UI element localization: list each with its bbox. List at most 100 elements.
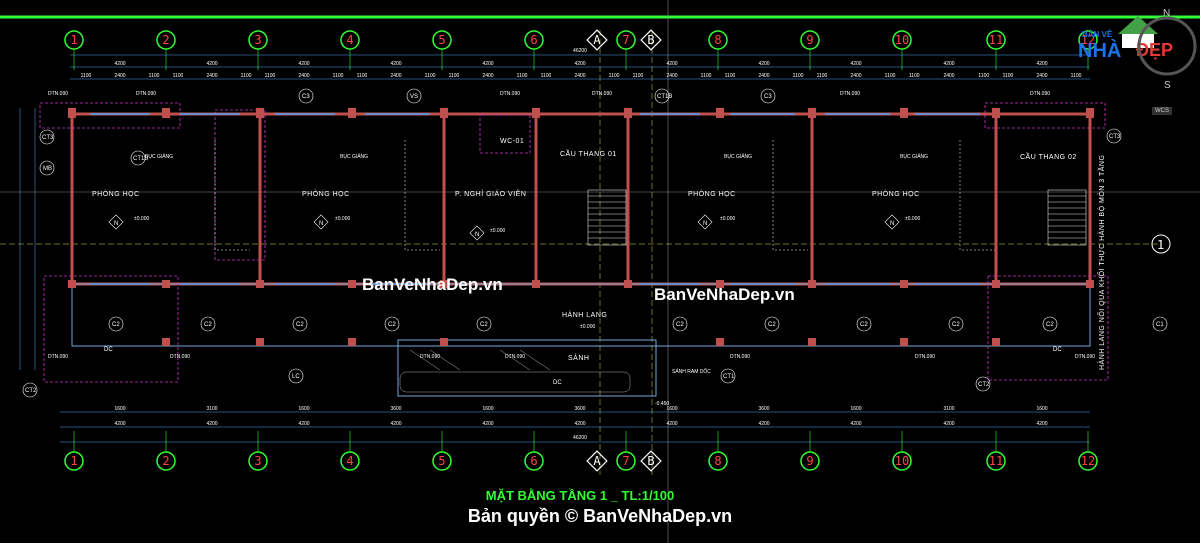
tag-level-3: ±0.000: [490, 228, 505, 234]
corridor-outline: [71, 283, 1091, 397]
svg-text:DTN.090: DTN.090: [48, 354, 68, 360]
svg-text:CT3: CT3: [42, 135, 54, 141]
dim-sub-b-2: 2400: [298, 73, 309, 79]
svg-text:DTN.090: DTN.090: [1075, 354, 1095, 360]
dim-top-10: 4200: [1036, 61, 1047, 67]
logo-top-text: BẢN VẼ: [1082, 30, 1113, 39]
dim-sub-a-2: 1100: [265, 73, 276, 79]
dim-top-5: 4200: [574, 61, 585, 67]
svg-text:DC: DC: [1053, 347, 1062, 353]
svg-text:LC: LC: [292, 374, 300, 380]
annotation-tags: BỤC GIẢNG BỤC GIẢNG BỤC GIẢNG BỤC GIẢNG …: [134, 153, 928, 407]
dim-top-3: 4200: [390, 61, 401, 67]
dim-sub-a-0: 1100: [81, 73, 92, 79]
axis-bottom-axis-B: [640, 450, 662, 472]
axis-top-label-3: 3: [254, 33, 261, 47]
svg-text:C1: C1: [1156, 322, 1164, 328]
dim-sub-c-7: 1100: [793, 73, 804, 79]
axis-bottom-label-8: 8: [714, 454, 721, 468]
dim-bottom-5: 4200: [574, 421, 585, 427]
svg-text:C2: C2: [952, 322, 960, 328]
dim-bottom-sub-0: 1600: [114, 406, 125, 412]
dim-sub-a-10: 1100: [1003, 73, 1014, 79]
magenta-boundaries: [39, 102, 1109, 383]
svg-text:C3: C3: [764, 94, 772, 100]
dim-sub-c-9: 1100: [978, 73, 989, 79]
stairs-01: [587, 189, 627, 246]
partition-walls: [258, 114, 998, 284]
dim-sub-b-3: 2400: [390, 73, 401, 79]
dim-bottom-sub-9: 3100: [943, 406, 954, 412]
axis-bottom-label-3: 3: [254, 454, 261, 468]
column-tag-circles: [22, 88, 1168, 398]
side-axis-marker: 1: [1151, 234, 1171, 254]
axis-bottom-label-7: 7: [622, 454, 629, 468]
axis-top-label-10: 10: [895, 33, 909, 47]
axis-top-label-4: 4: [346, 33, 353, 47]
svg-text:N: N: [114, 221, 118, 227]
svg-text:MB: MB: [43, 166, 52, 172]
dim-total-top: 46200: [573, 48, 587, 54]
axis-top-label-2: 2: [162, 33, 169, 47]
dim-sub-b-8: 2400: [850, 73, 861, 79]
room-stair-02: CẦU THANG 02: [1020, 151, 1077, 161]
dim-bottom-sub-10: 1600: [1036, 406, 1047, 412]
svg-text:C2: C2: [388, 322, 396, 328]
dim-bottom-sub-1: 3100: [206, 406, 217, 412]
svg-text:DTN.090: DTN.090: [1030, 91, 1050, 97]
axis-top-label-9: 9: [806, 33, 813, 47]
room-classroom-4: PHÒNG HỌC: [872, 189, 920, 198]
dim-sub-c-5: 1100: [609, 73, 620, 79]
svg-text:C2: C2: [860, 322, 868, 328]
axis-bottom-label-6: 6: [530, 454, 537, 468]
dimension-lines: [19, 54, 1090, 443]
axis-top-label-6: 6: [530, 33, 537, 47]
dim-top-0: 4200: [114, 61, 125, 67]
svg-text:N: N: [703, 221, 707, 227]
dim-sub-b-7: 2400: [758, 73, 769, 79]
compass-s: S: [1164, 80, 1171, 91]
viewcube-compass[interactable]: N S: [1134, 0, 1200, 100]
dim-top-9: 4200: [943, 61, 954, 67]
room-stair-01: CẦU THANG 01: [560, 148, 617, 158]
svg-text:C2: C2: [768, 322, 776, 328]
dim-bottom-1: 4200: [206, 421, 217, 427]
svg-text:CT3: CT3: [1109, 134, 1121, 140]
dim-sub-c-8: 1100: [885, 73, 896, 79]
axis-top-axis-B: [640, 29, 662, 51]
dim-sub-b-5: 2400: [574, 73, 585, 79]
watermark-left: BanVeNhaDep.vn: [362, 275, 503, 294]
dim-bottom-sub-3: 3600: [390, 406, 401, 412]
dim-sub-b-9: 2400: [943, 73, 954, 79]
svg-text:CT1B: CT1B: [133, 156, 148, 162]
svg-text:C2: C2: [204, 322, 212, 328]
tag-level-low: -0.450: [655, 401, 669, 407]
dim-sub-c-1: 1100: [241, 73, 252, 79]
dim-sub-b-1: 2400: [206, 73, 217, 79]
room-wc: WC-01: [500, 138, 524, 145]
tag-level-5: ±0.000: [905, 216, 920, 222]
dim-top-7: 4200: [758, 61, 769, 67]
wcs-button[interactable]: WCS: [1152, 107, 1172, 115]
svg-text:N: N: [890, 221, 894, 227]
dim-total-bottom: 46200: [573, 435, 587, 441]
dim-sub-a-7: 1100: [725, 73, 736, 79]
dim-bottom-4: 4200: [482, 421, 493, 427]
svg-text:N: N: [319, 221, 323, 227]
svg-text:CT2: CT2: [25, 388, 37, 394]
dim-sub-a-9: 1100: [909, 73, 920, 79]
dim-sub-c-2: 1100: [333, 73, 344, 79]
dim-bottom-6: 4200: [666, 421, 677, 427]
axis-bottom-label-9: 9: [806, 454, 813, 468]
dim-bottom-sub-5: 3600: [574, 406, 585, 412]
axis-top-label-5: 5: [438, 33, 445, 47]
logo-main-text: NHÀ: [1078, 40, 1122, 62]
tag-podium-1: BỤC GIẢNG: [145, 153, 173, 160]
svg-text:C2: C2: [1046, 322, 1054, 328]
tag-podium-3: BỤC GIẢNG: [724, 153, 752, 160]
dim-top-1: 4200: [206, 61, 217, 67]
